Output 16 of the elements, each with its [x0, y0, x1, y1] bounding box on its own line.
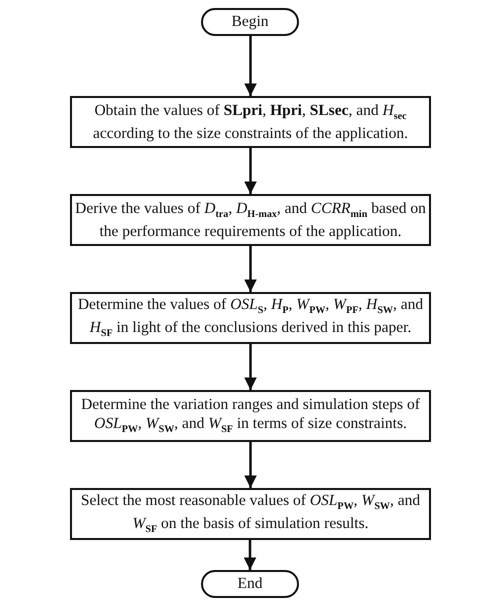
arrow	[244, 540, 256, 570]
step-text: Determine the variation ranges and simulation steps of OSL$_{PW}$, W$_{SW}$, and W$_{SF}$ in terms of size constraints.	[80, 394, 421, 438]
arrow	[244, 442, 257, 488]
process-box	[70, 390, 431, 442]
arrow	[244, 148, 257, 194]
step-text: Select the most reasonable values of OSL$_{PW}$, W$_{SW}$, and W$_{SF}$ on the basis of simulation results.	[80, 491, 422, 537]
step-text: Obtain the values of SLpri, Hpri, SLsec, and H$_{sec}$ according to the size constraints of the application.	[92, 100, 410, 144]
step-text: End	[238, 574, 262, 594]
arrow	[244, 246, 257, 292]
step-text: Derive the values of D$_{tra}$, D$_{H-max}$, and CCRR$_{min}$ based on the performance requirements of the application.	[74, 198, 427, 242]
arrow	[244, 344, 257, 390]
arrow	[244, 36, 257, 96]
process-box	[70, 488, 431, 540]
step-text: Determine the values of OSL$_{S}$, H$_{P}$, W$_{PW}$, W$_{PF}$, H$_{SW}$, and H$_{SF}$ in light of the conclusions derived in this paper.	[76, 295, 424, 341]
step-text: Begin	[231, 12, 269, 32]
process-box	[70, 96, 431, 148]
